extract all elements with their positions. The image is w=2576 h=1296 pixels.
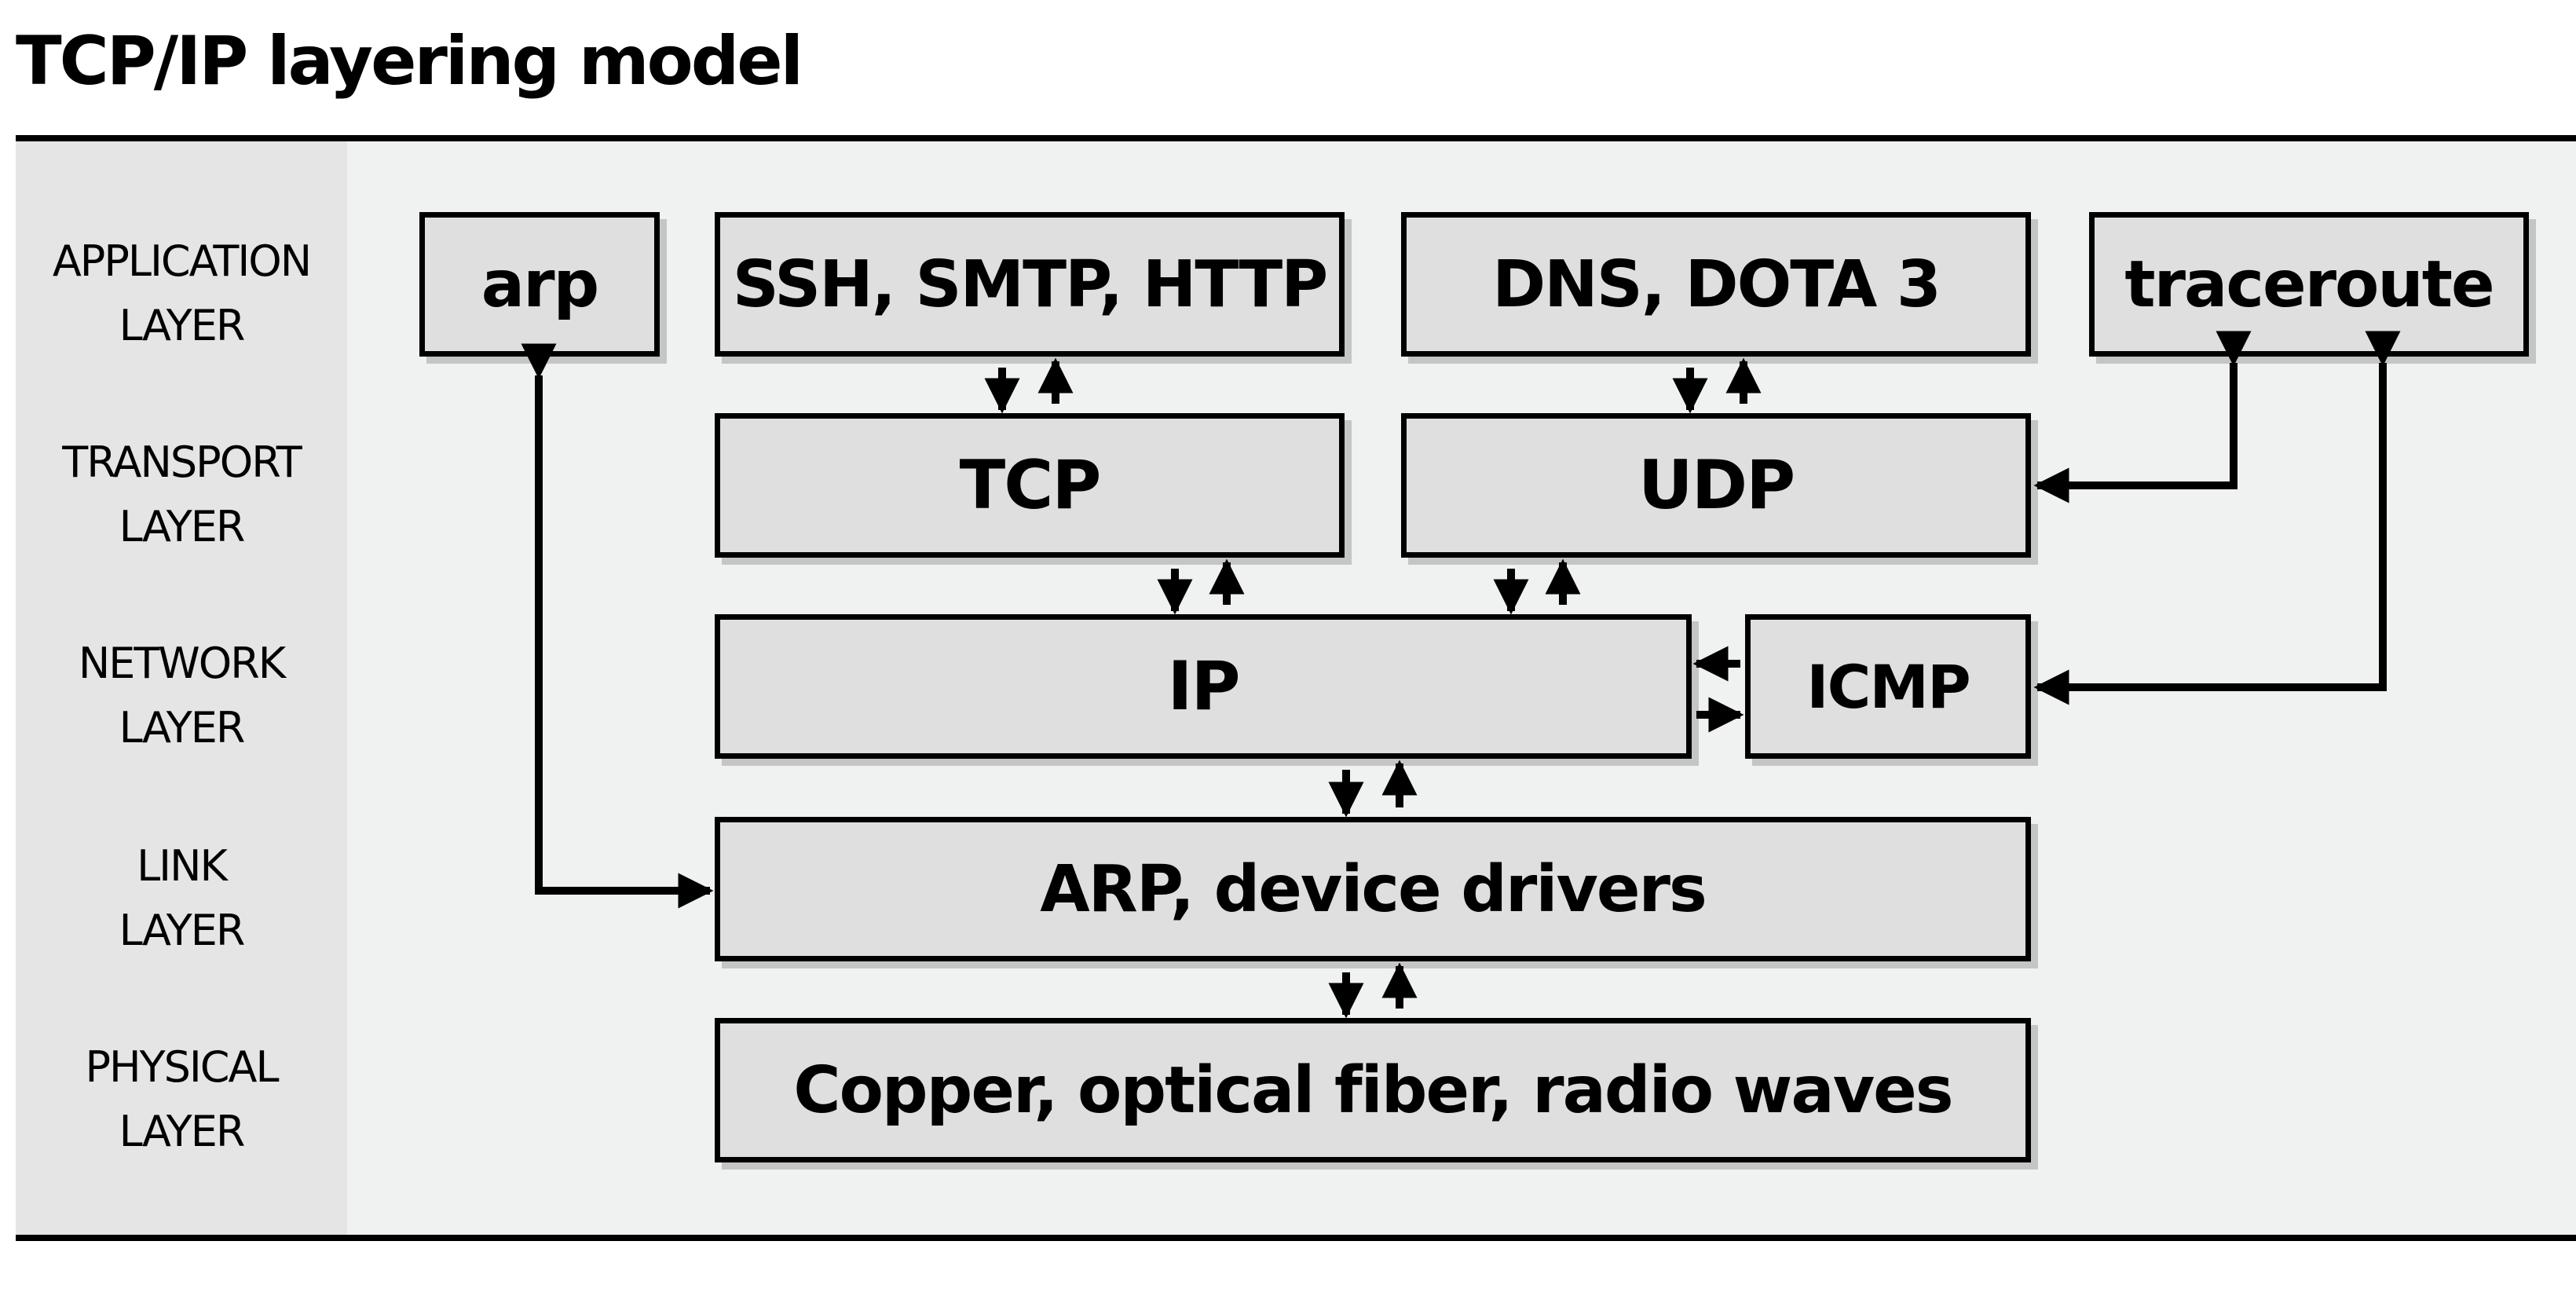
arrow-arp-link bbox=[521, 343, 714, 909]
top-rule bbox=[16, 135, 2576, 141]
layer-label-physical: PHYSICAL LAYER bbox=[85, 1042, 279, 1156]
box-udp: UDP bbox=[1401, 413, 2031, 558]
bottom-rule bbox=[16, 1235, 2576, 1241]
box-icmp: ICMP bbox=[1745, 614, 2031, 759]
box-tcp: TCP bbox=[715, 413, 1345, 558]
arrow-traceroute-udp bbox=[2033, 331, 2252, 503]
layer-label-application: APPLICATION LAYER bbox=[52, 236, 312, 350]
arrow-traceroute-icmp bbox=[2033, 331, 2401, 705]
box-arp-device-drivers: ARP, device drivers bbox=[715, 817, 2031, 961]
layer-label-link: LINK LAYER bbox=[119, 841, 246, 955]
layer-label-network: NETWORK LAYER bbox=[78, 639, 286, 752]
box-ip: IP bbox=[715, 614, 1692, 759]
box-physical-media: Copper, optical fiber, radio waves bbox=[715, 1018, 2031, 1162]
diagram-title: TCP/IP layering model bbox=[16, 22, 803, 101]
layer-label-column bbox=[16, 141, 347, 1235]
layer-label-transport: TRANSPORT LAYER bbox=[62, 437, 302, 551]
box-dns-dota: DNS, DOTA 3 bbox=[1401, 212, 2031, 357]
box-arp: arp bbox=[419, 212, 660, 357]
box-ssh-smtp-http: SSH, SMTP, HTTP bbox=[715, 212, 1345, 357]
